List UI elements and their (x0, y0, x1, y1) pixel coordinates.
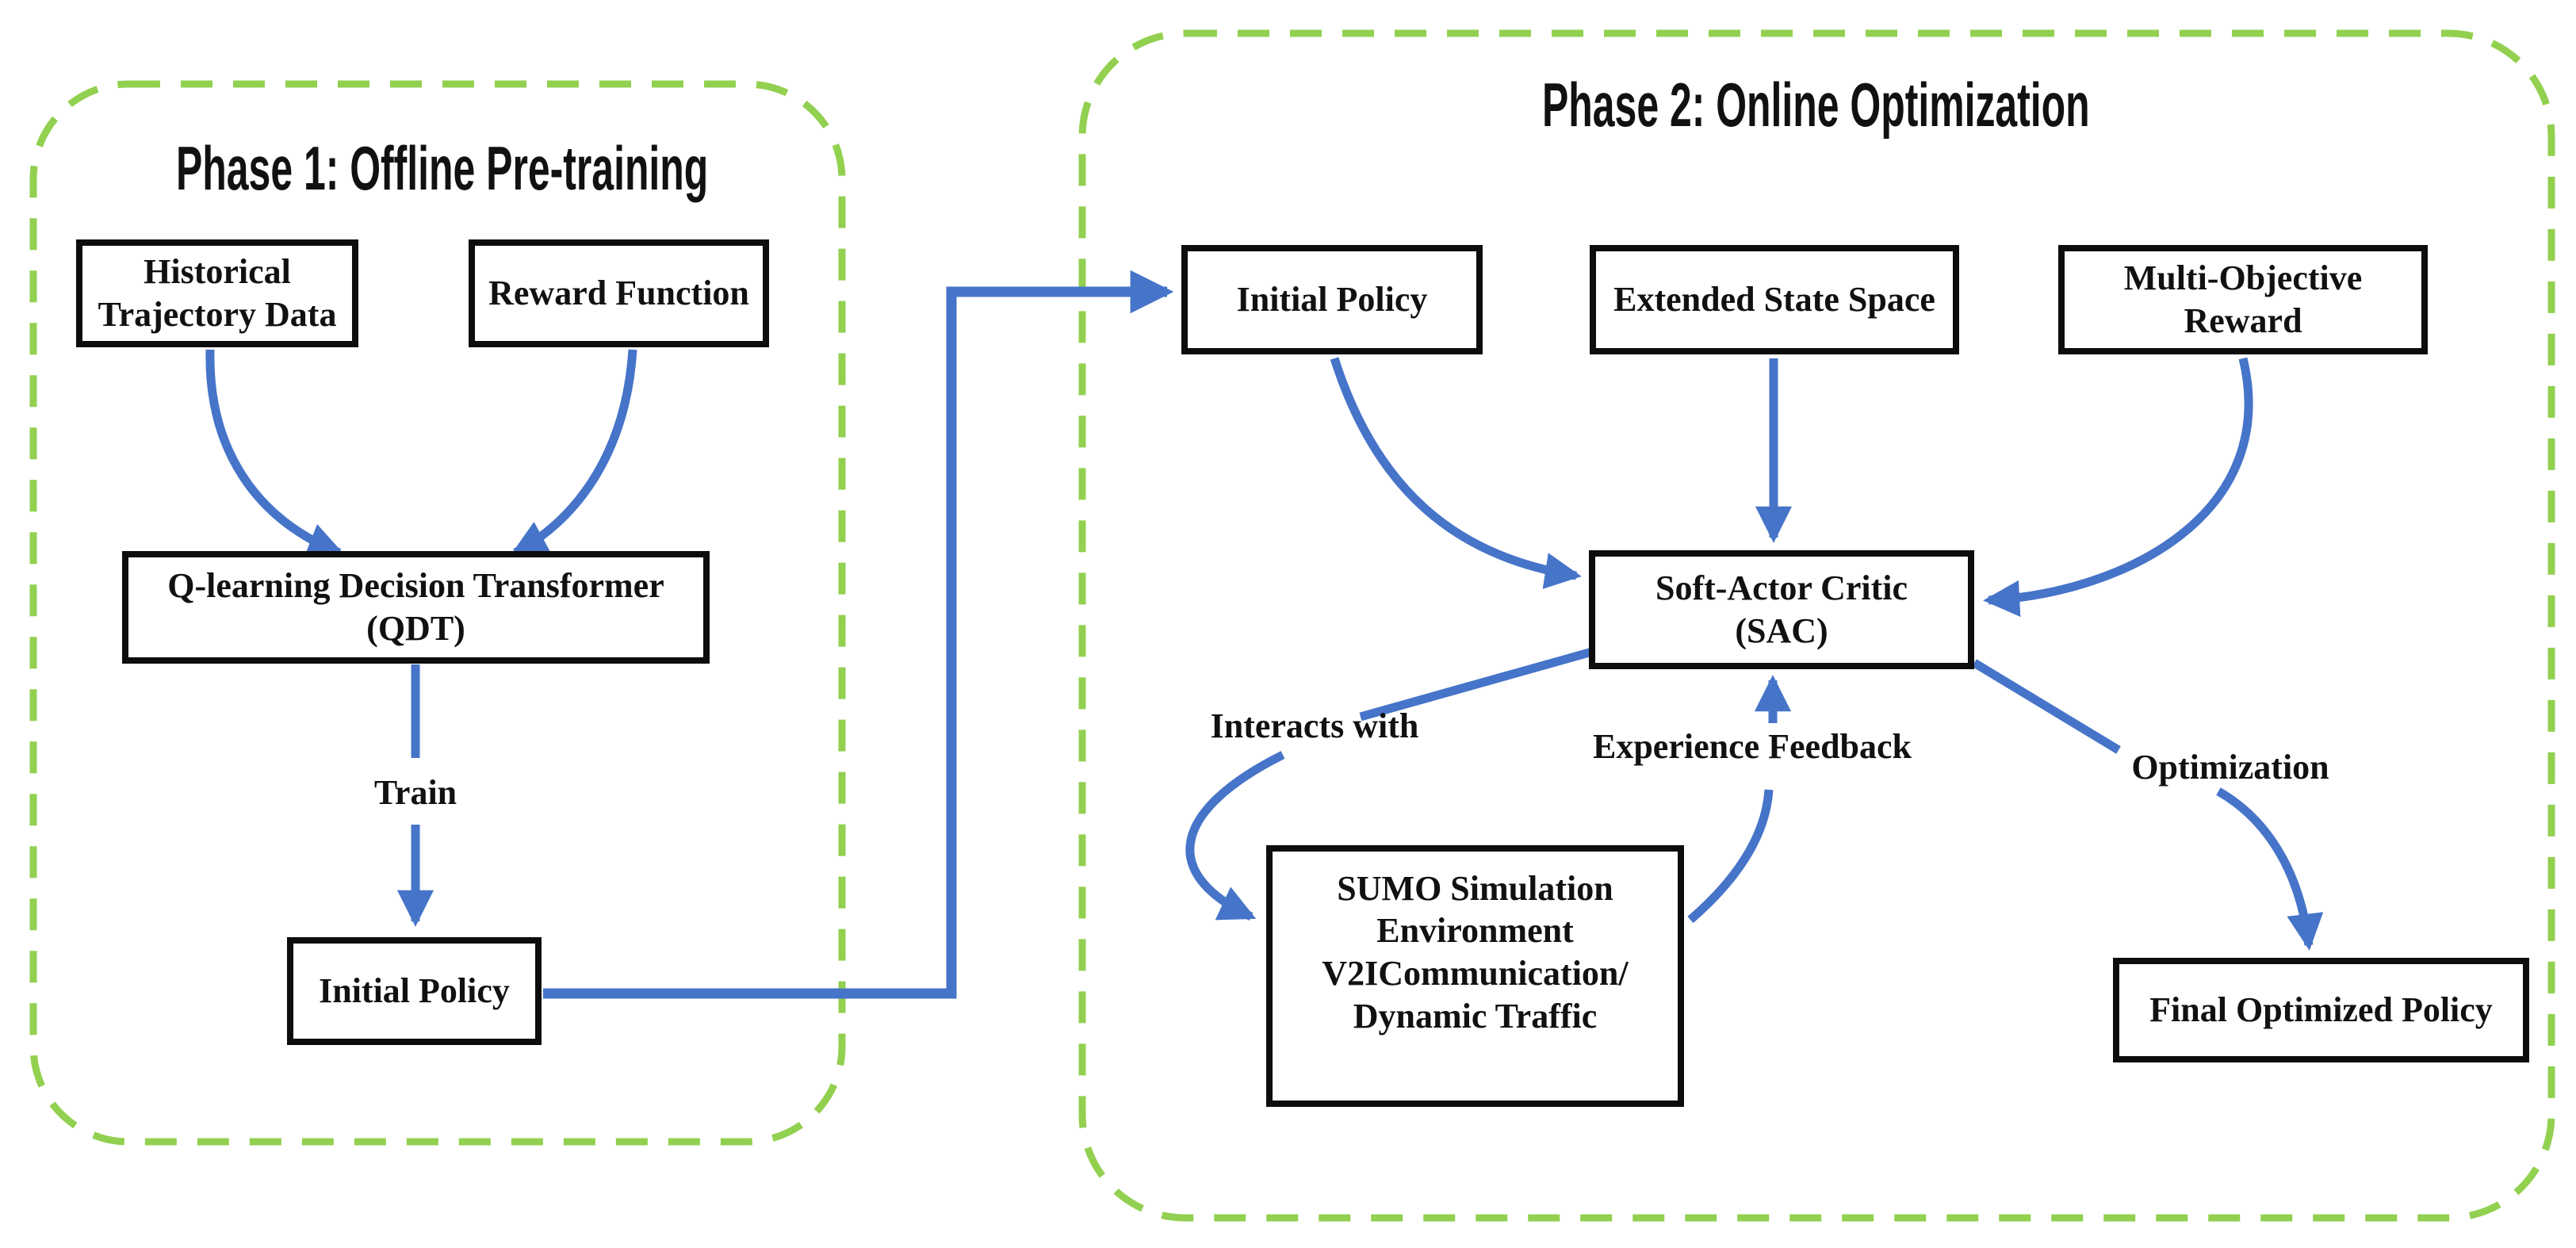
edge-sac-to-interacts-line (1359, 647, 1594, 722)
edge-reward-to-qdt (510, 349, 637, 557)
node-label-line: Q-learning Decision Transformer (167, 566, 664, 606)
edge-optimization-to-final (2216, 787, 2324, 951)
node-label-line: Environment (1376, 911, 1574, 951)
node-extended-state-space: Extended State Space (1590, 245, 1959, 354)
node-sac: Soft-Actor Critic (SAC) (1589, 550, 1974, 669)
edge-sumo-to-experience-line (1687, 789, 1774, 924)
node-label-line: Extended State Space (1613, 280, 1935, 320)
node-final-optimized-policy: Final Optimized Policy (2113, 958, 2529, 1062)
node-label-line: SUMO Simulation (1337, 868, 1613, 908)
edge-historical-to-qdt (205, 349, 345, 558)
node-initial-policy-phase1: Initial Policy (287, 937, 542, 1045)
edge-initial-policy2-to-sac (1330, 357, 1582, 589)
node-label-line: V2ICommunication/ (1322, 954, 1629, 993)
phase2-title: Phase 2: Online Optimization (1542, 70, 2090, 140)
edge-label-experience-feedback: Experience Feedback (1592, 727, 1912, 766)
node-label-line: Trajectory Data (98, 295, 337, 334)
edge-interacts-to-sumo (1185, 751, 1285, 921)
node-label-line: Final Optimized Policy (2149, 990, 2493, 1030)
node-label-line: (SAC) (1735, 611, 1828, 650)
node-label-line: Initial Policy (319, 971, 510, 1011)
edge-multi-objective-to-sac (1983, 357, 2253, 617)
node-label-line: Dynamic Traffic (1353, 996, 1598, 1036)
node-label-line: Multi-Objective (2123, 258, 2363, 298)
edge-label-optimization: Optimization (2131, 748, 2329, 787)
node-label-line: Reward Function (488, 274, 749, 313)
node-initial-policy-phase2: Initial Policy (1181, 245, 1483, 354)
node-label-line: Initial Policy (1236, 280, 1428, 320)
edge-label-train: Train (373, 773, 457, 812)
node-qdt: Q-learning Decision Transformer (QDT) (122, 551, 710, 664)
node-label-line: (QDT) (366, 609, 465, 648)
node-multi-objective-reward: Multi-Objective Reward (2058, 245, 2428, 354)
edge-label-interacts-with: Interacts with (1210, 706, 1419, 745)
phase2-container (1078, 29, 2555, 1222)
node-label-line: Historical (144, 252, 291, 292)
node-historical-trajectory-data: Historical Trajectory Data (76, 239, 358, 347)
edge-sac-to-optimization-line (1972, 659, 2121, 754)
phase1-container (29, 80, 846, 1146)
phase1-title: Phase 1: Offline Pre-training (176, 133, 709, 203)
edge-initial-policy-elbow-connector (543, 270, 1174, 999)
node-label-line: Reward (2184, 301, 2302, 340)
node-reward-function: Reward Function (469, 239, 769, 347)
node-sumo-environment: SUMO Simulation Environment V2ICommunica… (1266, 845, 1684, 1107)
node-label-line: Soft-Actor Critic (1655, 568, 1908, 608)
